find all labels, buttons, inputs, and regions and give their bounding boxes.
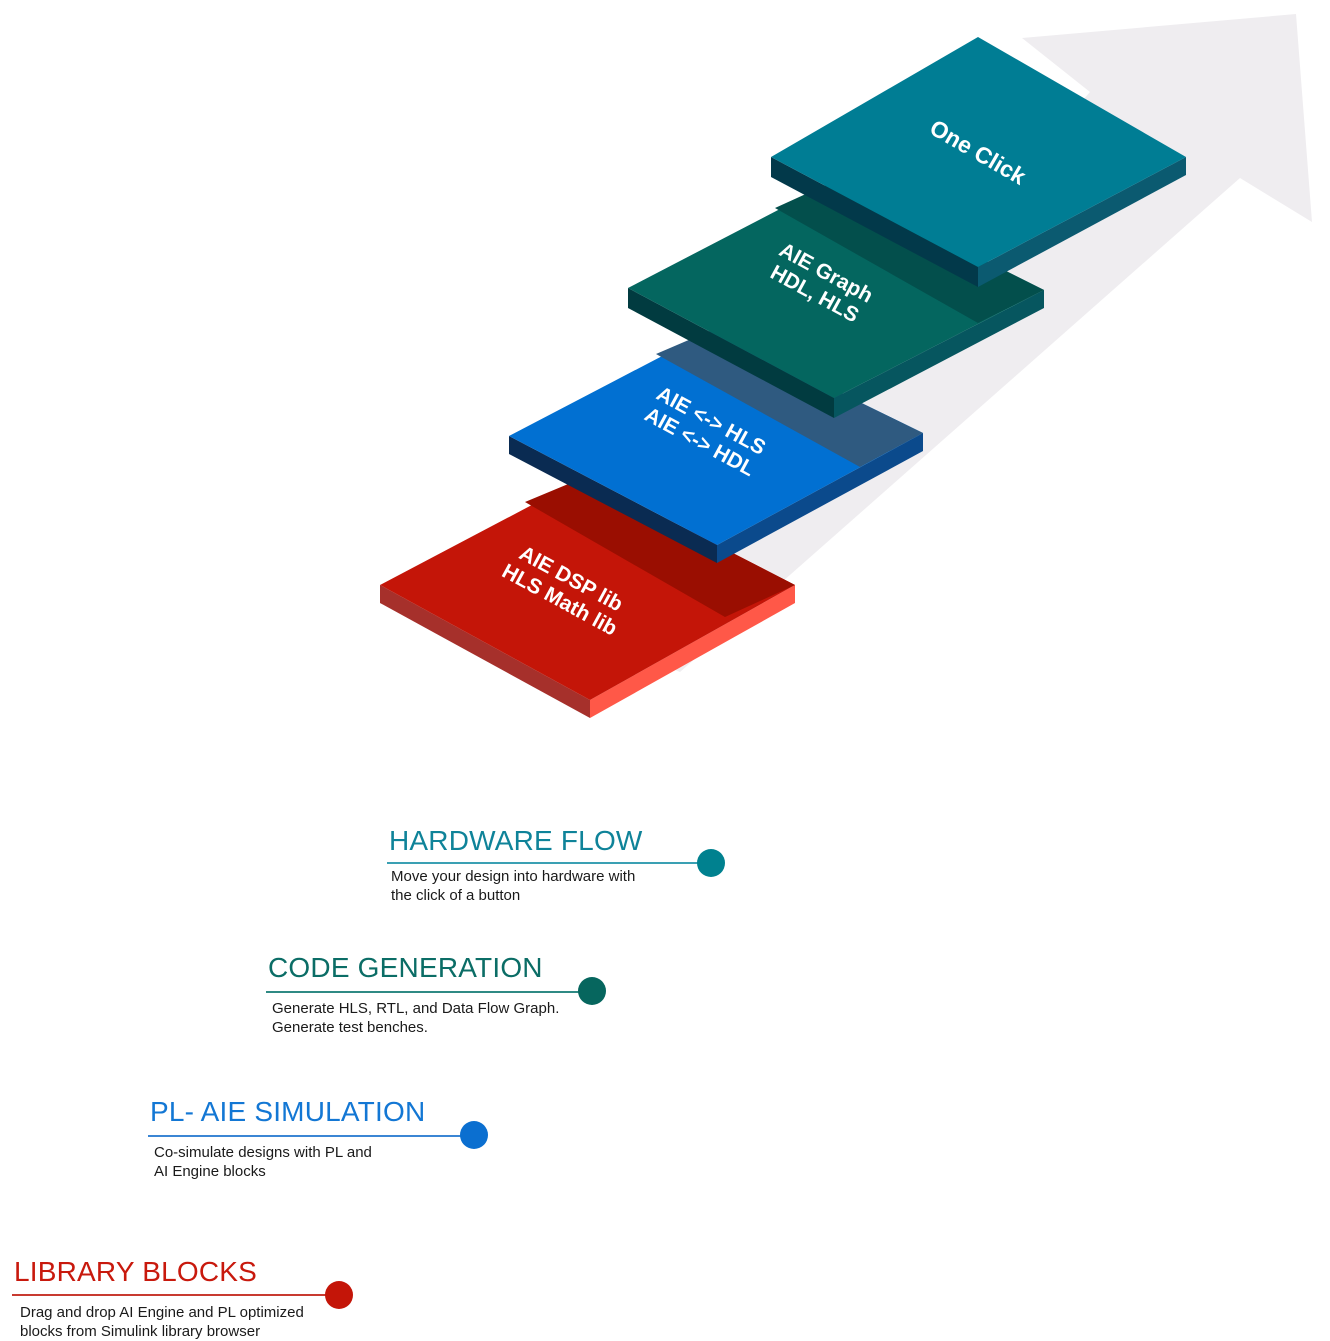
card-side-right: [978, 157, 1186, 287]
card-shadow: [775, 183, 1044, 323]
description-line: the click of a button: [391, 887, 521, 904]
card-shadow: [656, 330, 923, 467]
step-marker-dot[interactable]: [578, 977, 606, 1005]
staircase-illustration: AIE DSP lib HLS Math lib AIE <-> HLS AIE…: [380, 14, 1312, 718]
workflow-diagram: AIE DSP lib HLS Math lib AIE <-> HLS AIE…: [12, 14, 1312, 1340]
step-title: PL- AIE SIMULATION: [150, 1096, 426, 1127]
card-code-generation[interactable]: AIE Graph HDL, HLS: [628, 183, 1044, 418]
step-description: Drag and drop AI Engine and PL optimized…: [20, 1303, 304, 1341]
step-description: Co-simulate designs with PL and AI Engin…: [154, 1143, 372, 1181]
step-title: LIBRARY BLOCKS: [14, 1256, 257, 1287]
step-description: Move your design into hardware with the …: [391, 867, 635, 905]
card-side-left: [380, 585, 590, 718]
description-line: Drag and drop AI Engine and PL optimized: [20, 1304, 304, 1321]
description-line: Co-simulate designs with PL and: [154, 1144, 372, 1161]
card-shadow: [525, 477, 795, 617]
description-line: Generate HLS, RTL, and Data Flow Graph.: [272, 1000, 560, 1017]
card-side-left: [509, 436, 717, 563]
description-line: AI Engine blocks: [154, 1163, 266, 1180]
description-line: blocks from Simulink library browser: [20, 1323, 261, 1340]
card-side-right: [717, 433, 923, 563]
step-description: Generate HLS, RTL, and Data Flow Graph. …: [272, 999, 559, 1037]
card-side-right: [590, 585, 795, 718]
step-connector-line: [387, 862, 707, 864]
card-side-left: [771, 157, 978, 287]
step-connector-line: [12, 1294, 332, 1296]
card-side-right: [834, 290, 1044, 418]
description-line: Generate test benches.: [272, 1019, 428, 1036]
step-marker-dot[interactable]: [325, 1281, 353, 1309]
step-title: CODE GENERATION: [268, 952, 543, 983]
step-title: HARDWARE FLOW: [389, 825, 643, 856]
step-connector-line: [266, 991, 586, 993]
card-top: [628, 183, 1044, 398]
step-marker-dot[interactable]: [460, 1121, 488, 1149]
description-line: Move your design into hardware with: [391, 868, 636, 885]
step-marker-dot[interactable]: [697, 849, 725, 877]
card-top: [771, 37, 1186, 267]
card-side-left: [628, 288, 834, 418]
card-hardware-flow[interactable]: One Click: [771, 37, 1186, 287]
step-connector-line: [148, 1135, 468, 1137]
